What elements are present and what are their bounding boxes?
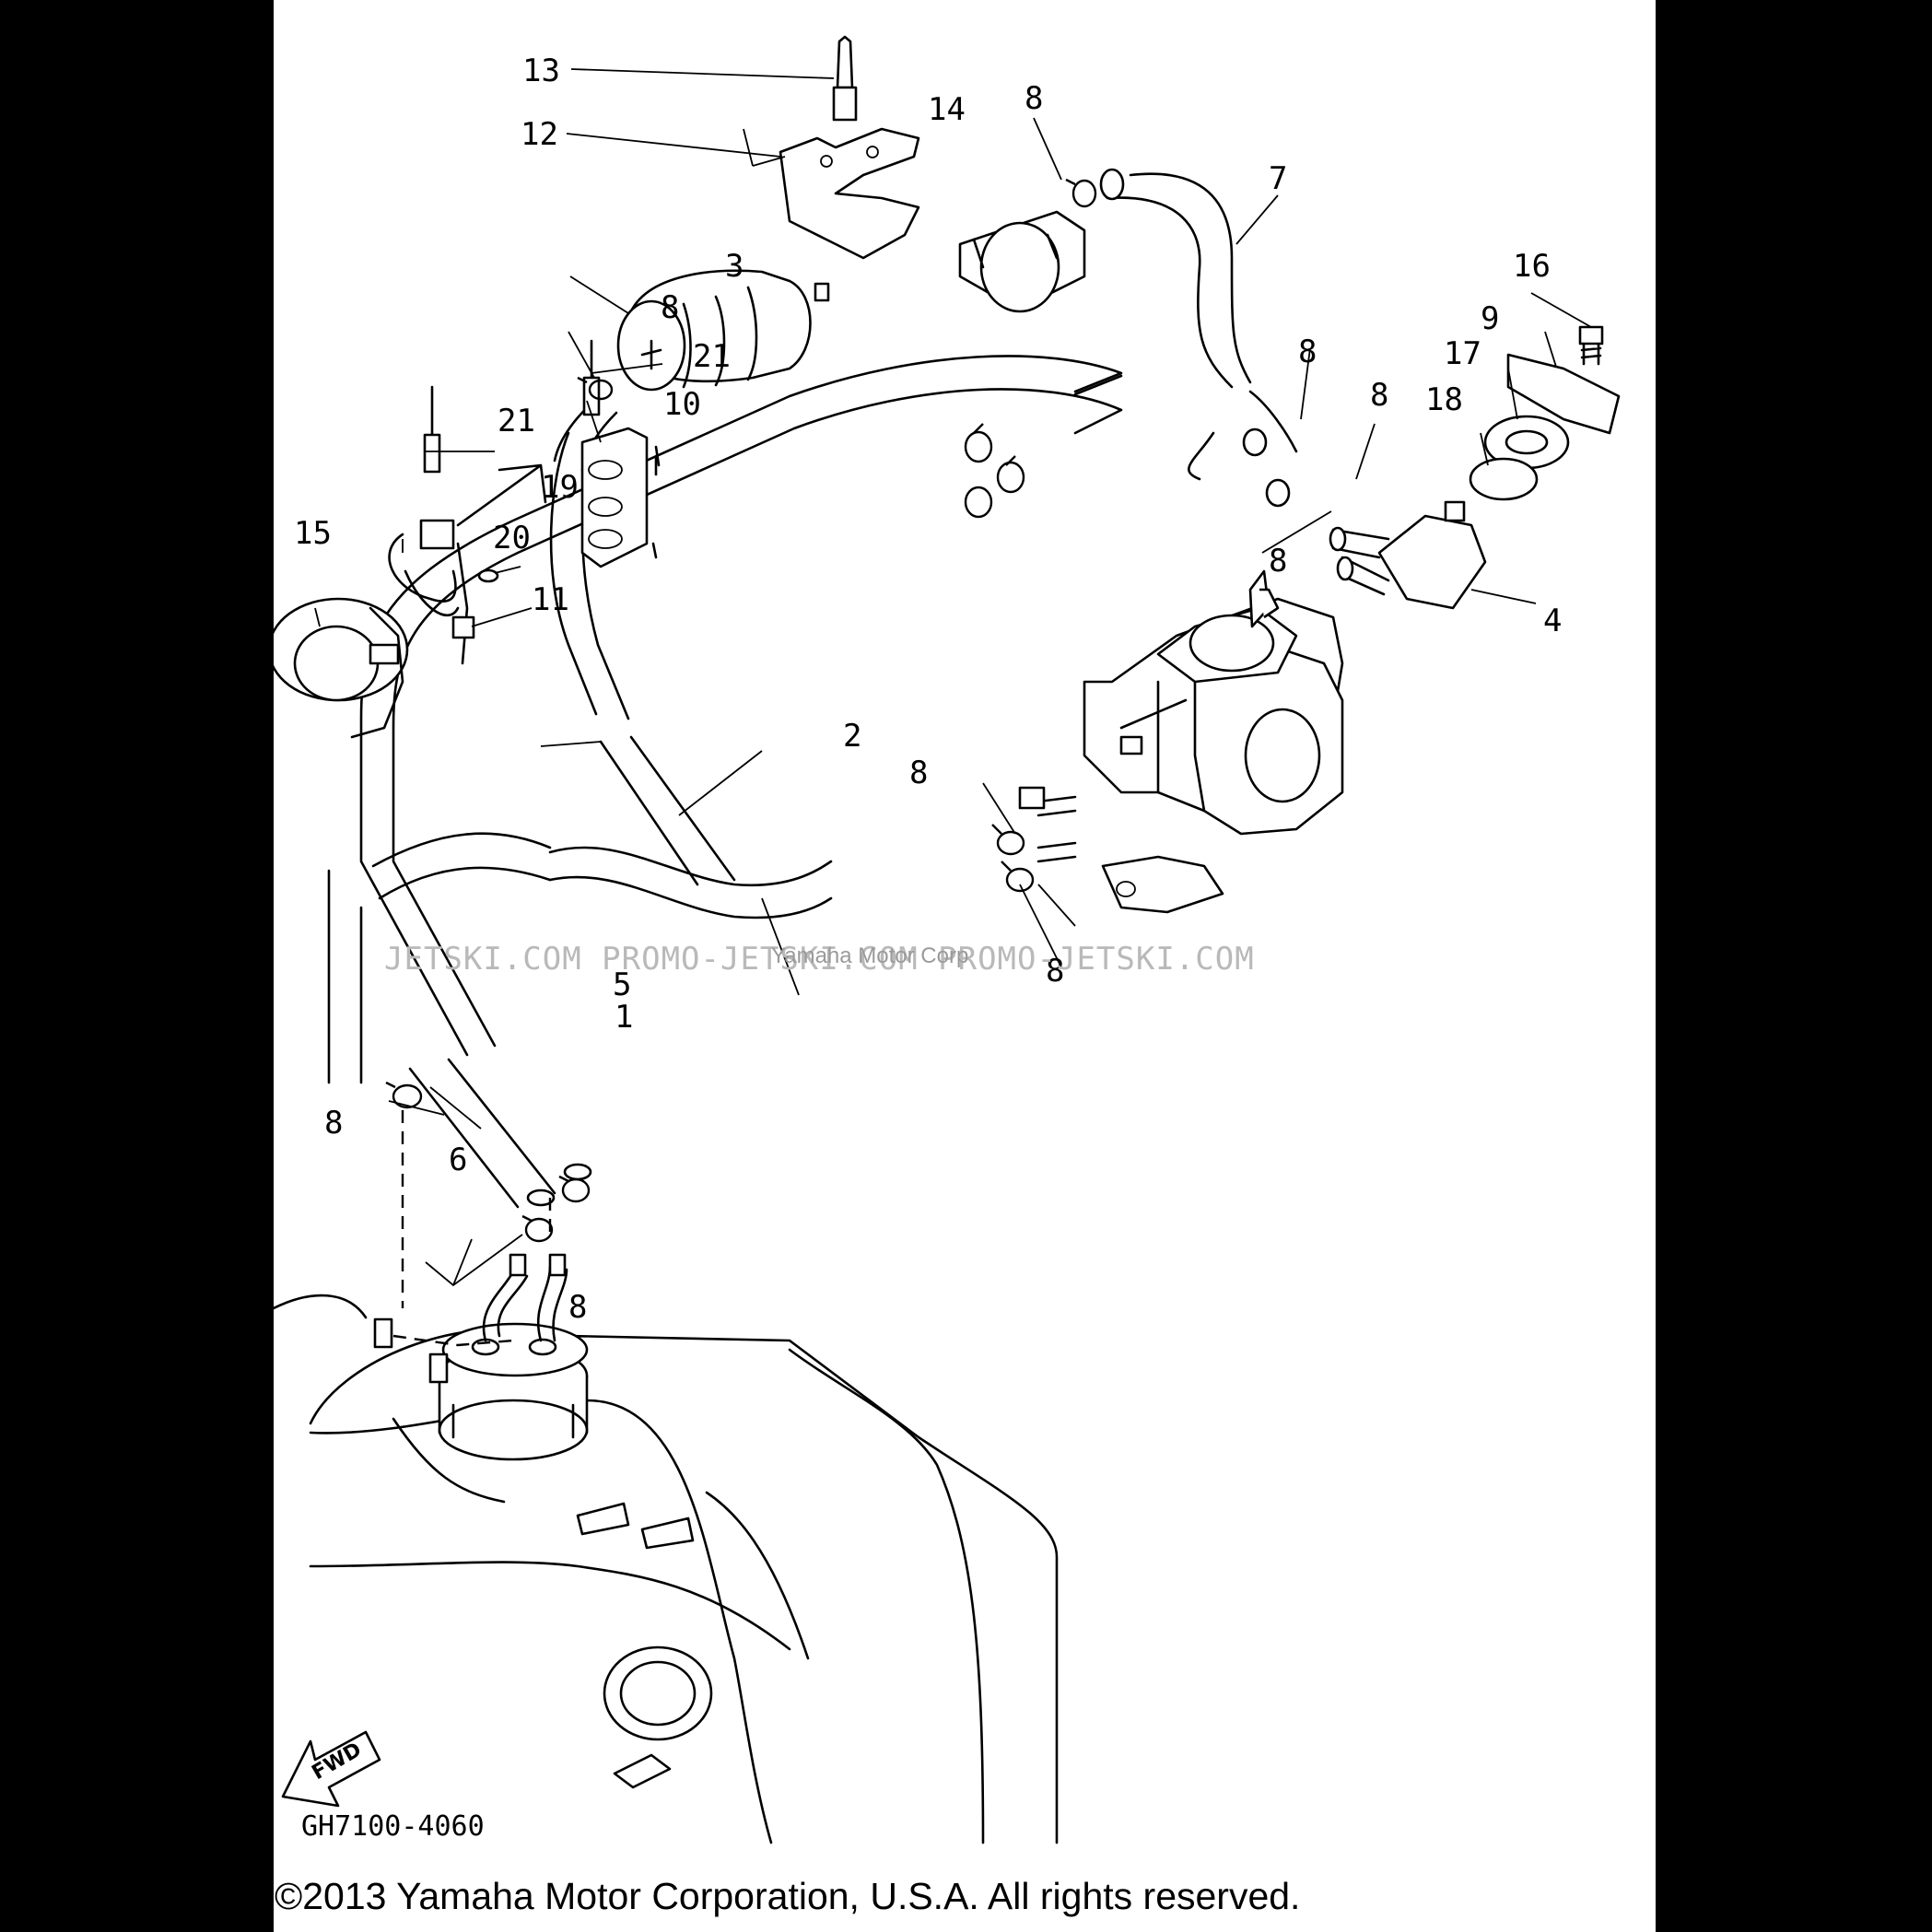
rivet-13 — [832, 35, 858, 122]
callout-10: 10 — [663, 386, 701, 423]
callout-8-top: 8 — [1025, 80, 1043, 117]
callout-21-b: 21 — [693, 338, 731, 375]
callout-2: 2 — [843, 718, 861, 755]
tie-band-19 — [388, 463, 547, 665]
callout-8-pump: 8 — [568, 1289, 587, 1326]
callout-3: 3 — [725, 248, 744, 285]
rivet-21-b — [582, 339, 601, 416]
callout-16: 16 — [1513, 248, 1551, 285]
callout-8-filter: 8 — [661, 289, 679, 326]
fuel-cock — [1329, 500, 1487, 610]
callout-11: 11 — [532, 581, 569, 618]
fuel-hose-loop — [327, 355, 1123, 1209]
fuel-tank — [274, 1253, 1059, 1844]
diagram-code: GH7100-4060 — [301, 1810, 485, 1843]
owner-watermark: Yamaha Motor Corp — [771, 943, 968, 968]
hose-clips — [385, 178, 1097, 1243]
cock-lever-9 — [1506, 353, 1621, 435]
callout-4: 4 — [1543, 603, 1562, 639]
copyright-notice: ©2013 Yamaha Motor Corporation, U.S.A. A… — [275, 1875, 1300, 1917]
washer-20 — [477, 568, 499, 583]
callout-14: 14 — [928, 91, 966, 128]
callout-8-r3: 8 — [1269, 543, 1287, 580]
callout-7: 7 — [1269, 160, 1287, 197]
callout-5: 5 — [613, 966, 631, 1003]
fuel-system-exploded-view: FWD 13 1 — [274, 35, 1621, 1917]
diagram-sheet: FWD 13 1 — [274, 0, 1656, 1932]
hose-holder-10 — [580, 427, 649, 568]
callout-13: 13 — [522, 53, 560, 89]
callout-8-tank: 8 — [324, 1105, 343, 1142]
callout-1: 1 — [615, 999, 633, 1036]
callout-19: 19 — [541, 469, 579, 506]
rivet-21-a — [423, 385, 441, 474]
pipe-clamp-15 — [274, 597, 409, 739]
washer-18 — [1469, 457, 1539, 501]
screw-16 — [1578, 325, 1604, 366]
filter-holder — [958, 210, 1086, 313]
callout-17: 17 — [1444, 335, 1481, 372]
callout-18: 18 — [1425, 381, 1463, 418]
callout-6: 6 — [449, 1142, 467, 1178]
fwd-arrow: FWD — [281, 1730, 381, 1808]
callout-9: 9 — [1481, 300, 1499, 337]
callout-12: 12 — [521, 116, 558, 153]
callout-8-carb1: 8 — [909, 755, 928, 791]
carburetor — [1018, 569, 1344, 914]
callout-20: 20 — [493, 520, 531, 556]
bracket — [779, 127, 920, 260]
callout-15: 15 — [294, 515, 332, 552]
site-watermark: JETSKI.COM PROMO-JETSKI.COM PROMO-JETSKI… — [384, 941, 1255, 978]
leader-lines — [314, 68, 1592, 1287]
callout-21-a: 21 — [498, 403, 535, 439]
callout-8-carb2: 8 — [1046, 953, 1064, 989]
callout-8-r2: 8 — [1370, 377, 1388, 414]
part-callouts: 13 12 14 8 7 3 8 16 9 17 18 8 8 8 4 21 1… — [294, 53, 1562, 1326]
fuel-filter — [616, 269, 830, 392]
callout-8-r1: 8 — [1298, 334, 1317, 370]
